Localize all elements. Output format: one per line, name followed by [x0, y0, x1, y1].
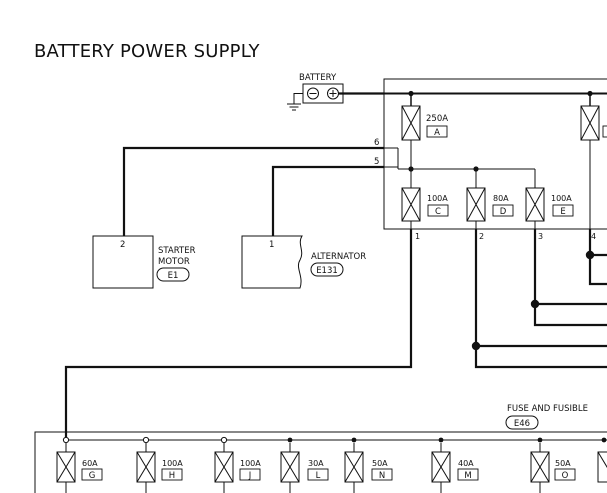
alternator-connector: E131: [316, 266, 338, 276]
fusible-link-box-outline: [383, 78, 607, 230]
fusible-link-j: 100A J: [214, 436, 261, 493]
alternator-name: ALTERNATOR: [311, 252, 366, 262]
link-d-letter: D: [500, 207, 507, 217]
fusible-link-n: 50A N: [344, 437, 393, 493]
terminal-3-label: 3: [538, 232, 543, 241]
fusible-link-right-partial-bottom: [597, 437, 607, 483]
terminal-2-label: 2: [479, 232, 484, 241]
link-rating: 100A: [162, 459, 183, 468]
starter-name-line1: STARTER: [158, 246, 196, 256]
splice-closed: [351, 437, 357, 443]
fusible-link-box-top: 250A A 6 5 100A: [374, 78, 607, 241]
wire-terminal-1: [64, 229, 413, 440]
battery-label: BATTERY: [299, 73, 337, 83]
starter-wire: [122, 146, 384, 236]
splice-open: [62, 436, 70, 444]
link-letter: J: [248, 471, 252, 481]
fusible-link-l: 30A L: [280, 437, 329, 493]
output-harness: [64, 229, 607, 440]
fusible-link-o: 50A O: [530, 437, 576, 493]
splice-closed: [438, 437, 444, 443]
wire-terminal-3: [533, 229, 607, 327]
splice-open: [220, 436, 228, 444]
fuse-box-label: FUSE AND FUSIBLE: [507, 404, 588, 414]
fusible-link-e: 100A E: [525, 187, 574, 222]
fusible-link-m: 40A M: [431, 437, 479, 493]
fusible-link-g: 60A G: [56, 436, 103, 493]
link-letter: O: [562, 471, 569, 481]
link-a-letter: A: [434, 128, 440, 138]
link-c-rating: 100A: [427, 194, 448, 203]
fusible-link-a: 250A A: [401, 105, 448, 141]
wire-terminal-2: [474, 229, 607, 369]
link-rating: 100A: [240, 459, 261, 468]
link-d-rating: 80A: [493, 194, 509, 203]
battery-body: [302, 83, 344, 104]
terminal-4-label: 4: [591, 232, 596, 241]
fusible-link-h: 100A H: [136, 436, 183, 493]
fuse-box-connector: E46: [514, 419, 530, 429]
link-a-rating: 250A: [426, 114, 448, 124]
battery: BATTERY: [287, 73, 384, 111]
link-letter: H: [169, 471, 175, 481]
terminal-5-label: 5: [374, 157, 379, 167]
fusible-link-d: 80A D: [466, 187, 514, 222]
starter-connector: E1: [168, 271, 179, 281]
fuse-box-bottom: FUSE AND FUSIBLE E46 60A G 100A H 100A J 30A L 5…: [34, 404, 607, 493]
link-rating: 60A: [82, 459, 98, 468]
link-rating: 40A: [458, 459, 474, 468]
splice-closed: [537, 437, 543, 443]
splice-open: [142, 436, 150, 444]
starter-terminal: 2: [120, 240, 125, 250]
alternator: 1 ALTERNATOR E131: [241, 165, 384, 289]
terminal-6-label: 6: [374, 138, 379, 148]
starter-name-line2: MOTOR: [158, 257, 190, 267]
splice-closed: [287, 437, 293, 443]
link-letter: M: [464, 471, 471, 481]
link-e-letter: E: [560, 207, 565, 217]
link-rating: 50A: [555, 459, 571, 468]
alternator-wire: [271, 165, 384, 236]
link-letter: G: [89, 471, 96, 481]
fuse-box-outline: [34, 431, 607, 493]
link-c-letter: C: [435, 207, 441, 217]
terminal-1-label: 1: [415, 232, 420, 241]
link-letter: L: [316, 471, 321, 481]
ground-wire: [293, 93, 303, 104]
link-e-rating: 100A: [551, 194, 572, 203]
link-letter: N: [379, 471, 385, 481]
wire-terminal-4: [588, 229, 607, 286]
fusible-link-c: 100A C: [401, 187, 449, 222]
battery-negative-terminal: [307, 87, 319, 100]
page-title: BATTERY POWER SUPPLY: [34, 41, 261, 62]
link-rating: 50A: [372, 459, 388, 468]
fusible-link-right-partial: [580, 105, 607, 229]
starter-motor: 2 STARTER MOTOR E1: [92, 146, 384, 289]
alternator-terminal: 1: [269, 240, 274, 250]
link-rating: 30A: [308, 459, 324, 468]
